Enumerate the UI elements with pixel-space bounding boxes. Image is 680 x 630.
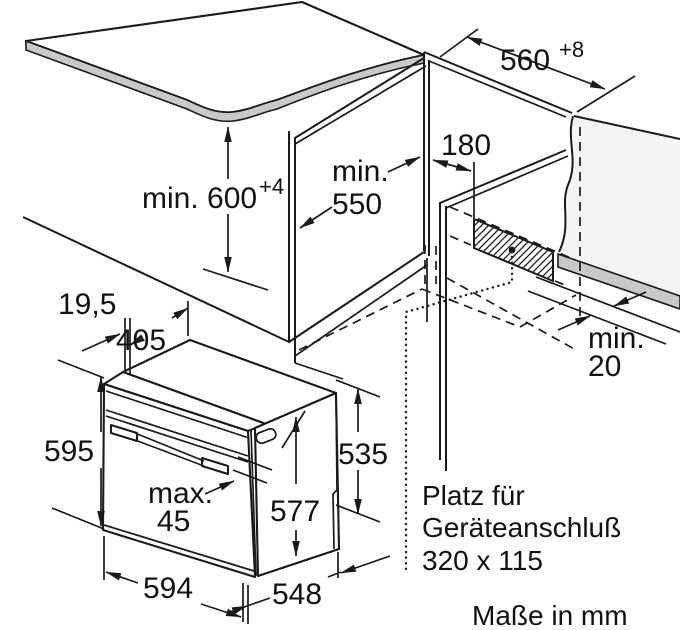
dim-niche-height: min. 600 +4 — [142, 126, 284, 291]
label-frame-overhang: 19,5 — [58, 288, 116, 321]
dim-connection-offset: 180 — [432, 129, 491, 219]
label-front-height: 595 — [44, 435, 94, 468]
dim-frame-overhang: 19,5 — [58, 288, 131, 374]
oven-front-face — [101, 382, 257, 579]
label-niche-depth-2: 550 — [332, 188, 382, 221]
connection-area — [404, 217, 554, 575]
label-niche-depth-1: min. — [332, 155, 389, 188]
dim-niche-depth: min. 550 — [299, 155, 421, 229]
connection-note-line3: 320 x 115 — [422, 545, 543, 576]
label-body-height: 535 — [338, 438, 388, 471]
annotations: Platz für Geräteanschluß 320 x 115 Maße … — [422, 480, 628, 630]
dim-depth-with-door: 577 — [270, 410, 320, 557]
label-depth-with-door: 577 — [270, 495, 320, 528]
label-top-offset: 405 — [116, 324, 166, 357]
units-note: Maße in mm — [472, 600, 628, 630]
label-body-depth: 548 — [272, 578, 322, 611]
wall-break-wave — [558, 115, 574, 253]
label-rear-gap-1: min. — [588, 322, 645, 355]
plinth-strip — [557, 252, 680, 310]
oven-drawing — [101, 338, 341, 579]
dim-body-height: 535 — [335, 379, 388, 523]
label-niche-width-tol: +8 — [559, 37, 584, 62]
connection-note-line1: Platz für — [422, 480, 525, 511]
dim-front-width: 594 — [103, 536, 249, 624]
rear-wall — [527, 115, 680, 345]
cabinet-drawing — [22, 0, 680, 575]
label-front-width: 594 — [143, 572, 193, 605]
label-niche-width: 560 — [500, 44, 550, 77]
door-handle — [109, 423, 230, 476]
label-niche-height-tol: +4 — [259, 174, 284, 199]
dim-front-height: 595 — [44, 359, 105, 530]
connection-point-dot — [508, 246, 516, 254]
connection-note-line2: Geräteanschluß — [422, 512, 621, 543]
label-handle-protrusion-1: max. — [148, 477, 213, 510]
dim-top-offset: 405 — [116, 301, 189, 357]
dim-handle-protrusion: max. 45 — [148, 456, 273, 538]
dim-body-depth: 548 — [229, 552, 391, 615]
oven-rear-edge-step — [332, 392, 338, 550]
control-panel-line — [105, 409, 249, 457]
niche — [22, 51, 577, 471]
label-connection-offset: 180 — [441, 129, 491, 162]
label-rear-gap-2: 20 — [588, 350, 621, 383]
dim-niche-width: 560 +8 — [439, 28, 636, 113]
connection-leader-dotted — [404, 255, 514, 575]
side-grip-hole — [255, 427, 277, 445]
dimensions: min. 600 +4 560 +8 180 min. 550 — [44, 28, 647, 624]
dim-rear-gap: min. 20 — [557, 291, 647, 383]
label-handle-protrusion-2: 45 — [157, 505, 190, 538]
label-niche-height: min. 600 — [142, 182, 257, 215]
oven-side-face — [253, 391, 341, 578]
